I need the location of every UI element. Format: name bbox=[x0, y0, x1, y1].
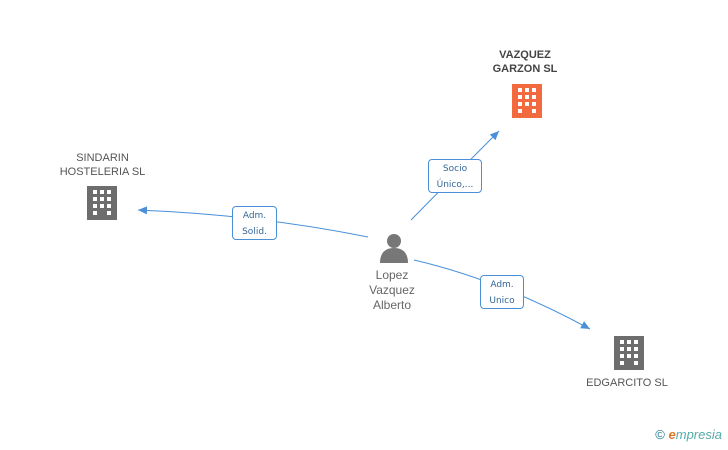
edge-label-to-main: Socio Único,... bbox=[428, 159, 482, 193]
brand-logo: empresia bbox=[669, 427, 722, 442]
edge-label-to-main-line2: Único,... bbox=[436, 180, 474, 190]
main-company-name-line1: VAZQUEZ bbox=[499, 49, 551, 61]
building-icon[interactable] bbox=[87, 186, 117, 220]
company-left-name-line2: HOSTELERIA SL bbox=[59, 166, 146, 178]
edge-label-to-right: Adm. Unico bbox=[480, 275, 524, 309]
person-name-line2: Vazquez bbox=[369, 283, 415, 297]
edge-label-to-main-line1: Socio bbox=[442, 164, 468, 174]
company-right-name[interactable]: EDGARCITO SL bbox=[572, 376, 682, 390]
building-icon[interactable] bbox=[512, 84, 542, 118]
copyright-symbol: © bbox=[655, 427, 665, 442]
building-icon[interactable] bbox=[614, 336, 644, 370]
edge-label-to-right-line2: Unico bbox=[489, 296, 515, 306]
brand-initial: e bbox=[668, 427, 676, 442]
edge-label-to-left-line1: Adm. bbox=[242, 211, 267, 221]
person-name[interactable]: Lopez Vazquez Alberto bbox=[352, 268, 432, 313]
edge-label-to-left: Adm. Solid. bbox=[232, 206, 277, 240]
edge-label-to-right-line1: Adm. bbox=[490, 280, 514, 290]
company-left-name[interactable]: SINDARIN HOSTELERIA SL bbox=[45, 151, 160, 179]
person-name-line1: Lopez bbox=[375, 268, 409, 282]
company-left-name-line1: SINDARIN bbox=[76, 152, 129, 164]
footer-brand: © empresia bbox=[655, 427, 722, 442]
main-company-name-line2: GARZON SL bbox=[492, 63, 558, 75]
brand-name: mpresia bbox=[675, 427, 722, 442]
main-company-name[interactable]: VAZQUEZ GARZON SL bbox=[470, 48, 580, 76]
edge-label-to-left-line2: Solid. bbox=[242, 227, 267, 237]
person-icon[interactable] bbox=[380, 234, 408, 263]
person-name-line3: Alberto bbox=[372, 298, 412, 312]
company-right-name-line1: EDGARCITO SL bbox=[586, 377, 668, 389]
